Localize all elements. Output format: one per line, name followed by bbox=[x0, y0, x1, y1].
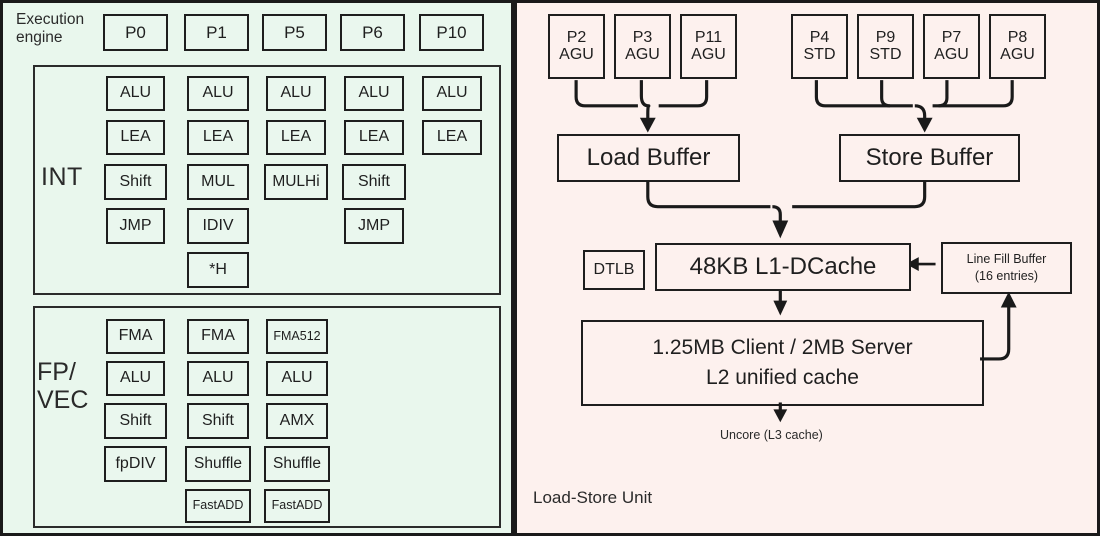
int-unit-p1-mul[interactable]: MUL bbox=[187, 164, 249, 200]
store-port-p9-unit: STD bbox=[869, 45, 902, 63]
int-unit-p6-lea[interactable]: LEA bbox=[344, 120, 404, 155]
dtlb-box[interactable]: DTLB bbox=[583, 250, 645, 290]
l2-to-line-fill-buffer bbox=[980, 304, 1011, 361]
store-brace-p9-stem bbox=[880, 80, 891, 108]
load-port-p3-unit: AGU bbox=[625, 45, 660, 63]
fp-unit-p0-shift[interactable]: Shift bbox=[104, 403, 167, 439]
line-fill-buffer-box[interactable]: Line Fill Buffer (16 entries) bbox=[941, 242, 1072, 294]
store-port-p7-name: P7 bbox=[941, 28, 962, 46]
fp-unit-p1-fma[interactable]: FMA bbox=[187, 319, 249, 354]
fp-unit-p1-shift[interactable]: Shift bbox=[187, 403, 249, 439]
line-fill-buffer-entries: (16 entries) bbox=[974, 269, 1039, 283]
load-port-p2-unit: AGU bbox=[559, 45, 594, 63]
fp-unit-p5-fastadd[interactable]: FastADD bbox=[264, 489, 330, 523]
port-box-p0[interactable]: P0 bbox=[103, 14, 168, 51]
store-port-p9-name: P9 bbox=[875, 28, 896, 46]
load-buffer-to-l1 bbox=[646, 180, 771, 209]
store-port-p8-name: P8 bbox=[1007, 28, 1028, 46]
l2-cache-size: 1.25MB Client / 2MB Server bbox=[652, 335, 913, 359]
fpvec-block-label: FP/ VEC bbox=[37, 358, 89, 414]
fpvec-block bbox=[33, 306, 501, 528]
fp-unit-p0-alu[interactable]: ALU bbox=[106, 361, 165, 396]
int-unit-p0-lea[interactable]: LEA bbox=[106, 120, 165, 155]
store-brace-p7-stem bbox=[938, 80, 949, 108]
fp-unit-p5-alu[interactable]: ALU bbox=[266, 361, 328, 396]
fp-unit-p0-fpdiv[interactable]: fpDIV bbox=[104, 446, 167, 482]
load-arrowhead bbox=[639, 117, 656, 133]
int-unit-p0-alu[interactable]: ALU bbox=[106, 76, 165, 111]
load-port-p11-name: P11 bbox=[694, 28, 723, 46]
line-fill-buffer-title: Line Fill Buffer bbox=[966, 252, 1047, 267]
fp-unit-p5-fma512[interactable]: FMA512 bbox=[266, 319, 328, 354]
store-port-p7-unit: AGU bbox=[934, 45, 969, 63]
store-port-p4-name: P4 bbox=[809, 28, 830, 46]
port-box-p10[interactable]: P10 bbox=[419, 14, 484, 51]
load-port-p11[interactable]: P11 AGU bbox=[680, 14, 737, 79]
l2-cache-title: L2 unified cache bbox=[706, 366, 859, 389]
int-unit-p5-alu[interactable]: ALU bbox=[266, 76, 326, 111]
uncore-label: Uncore (L3 cache) bbox=[720, 428, 823, 442]
load-port-p11-unit: AGU bbox=[691, 45, 726, 63]
store-port-p9[interactable]: P9 STD bbox=[857, 14, 914, 79]
execution-engine-panel: Execution engine P0 P1 P5 P6 P10 INT ALU… bbox=[0, 0, 514, 536]
load-port-p3-name: P3 bbox=[632, 28, 653, 46]
fp-unit-p5-amx[interactable]: AMX bbox=[266, 403, 328, 439]
fp-unit-p0-fma[interactable]: FMA bbox=[106, 319, 165, 354]
fp-unit-p5-shuffle[interactable]: Shuffle bbox=[264, 446, 330, 482]
l1-arrowhead bbox=[772, 220, 789, 239]
load-port-p2[interactable]: P2 AGU bbox=[548, 14, 605, 79]
int-block-label: INT bbox=[41, 163, 83, 191]
store-port-p7[interactable]: P7 AGU bbox=[923, 14, 980, 79]
store-port-p8-unit: AGU bbox=[1000, 45, 1035, 63]
store-brace-right bbox=[932, 80, 1014, 108]
int-unit-p1-lea[interactable]: LEA bbox=[187, 120, 249, 155]
load-buffer-box[interactable]: Load Buffer bbox=[557, 134, 740, 182]
int-unit-p10-lea[interactable]: LEA bbox=[422, 120, 482, 155]
fp-unit-p1-shuffle[interactable]: Shuffle bbox=[185, 446, 251, 482]
int-block bbox=[33, 65, 501, 295]
store-arrowhead bbox=[916, 117, 933, 133]
int-unit-p6-alu[interactable]: ALU bbox=[344, 76, 404, 111]
load-port-p2-name: P2 bbox=[566, 28, 587, 46]
load-brace-right bbox=[658, 80, 709, 108]
port-box-p6[interactable]: P6 bbox=[340, 14, 405, 51]
store-buffer-to-l1 bbox=[792, 180, 927, 209]
int-unit-p5-lea[interactable]: LEA bbox=[266, 120, 326, 155]
store-brace-center-stem bbox=[914, 104, 927, 120]
l1-merge-stem bbox=[772, 205, 782, 223]
load-store-unit-label: Load-Store Unit bbox=[533, 488, 653, 507]
fp-unit-p1-alu[interactable]: ALU bbox=[187, 361, 249, 396]
int-unit-p0-jmp[interactable]: JMP bbox=[106, 208, 165, 244]
l2-cache-box[interactable]: 1.25MB Client / 2MB Server L2 unified ca… bbox=[581, 320, 984, 406]
l2-to-uncore-arrowhead bbox=[773, 409, 788, 423]
int-unit-p6-shift[interactable]: Shift bbox=[342, 164, 406, 200]
store-port-p4[interactable]: P4 STD bbox=[791, 14, 848, 79]
int-unit-p6-jmp[interactable]: JMP bbox=[344, 208, 404, 244]
execution-engine-title: Execution engine bbox=[16, 11, 85, 47]
port-box-p5[interactable]: P5 bbox=[262, 14, 327, 51]
store-port-p8[interactable]: P8 AGU bbox=[989, 14, 1046, 79]
int-unit-p1-starh[interactable]: *H bbox=[187, 252, 249, 288]
fp-unit-p1-fastadd[interactable]: FastADD bbox=[185, 489, 251, 523]
load-brace-center-stem bbox=[639, 80, 651, 120]
line-fill-buffer-arrowhead bbox=[1000, 291, 1017, 308]
int-unit-p0-shift[interactable]: Shift bbox=[104, 164, 167, 200]
load-store-unit-panel: P2 AGU P3 AGU P11 AGU P4 STD P9 STD P7 A… bbox=[514, 0, 1100, 536]
int-unit-p5-mulhi[interactable]: MULHi bbox=[264, 164, 328, 200]
int-unit-p1-idiv[interactable]: IDIV bbox=[187, 208, 249, 244]
load-brace-left bbox=[574, 80, 638, 108]
store-brace-left bbox=[814, 80, 913, 108]
store-port-p4-unit: STD bbox=[803, 45, 836, 63]
port-box-p1[interactable]: P1 bbox=[184, 14, 249, 51]
int-unit-p1-alu[interactable]: ALU bbox=[187, 76, 249, 111]
l1-to-l2-arrowhead bbox=[773, 300, 788, 316]
store-buffer-box[interactable]: Store Buffer bbox=[839, 134, 1020, 182]
l1-dcache-box[interactable]: 48KB L1-DCache bbox=[655, 243, 911, 291]
load-port-p3[interactable]: P3 AGU bbox=[614, 14, 671, 79]
int-unit-p10-alu[interactable]: ALU bbox=[422, 76, 482, 111]
